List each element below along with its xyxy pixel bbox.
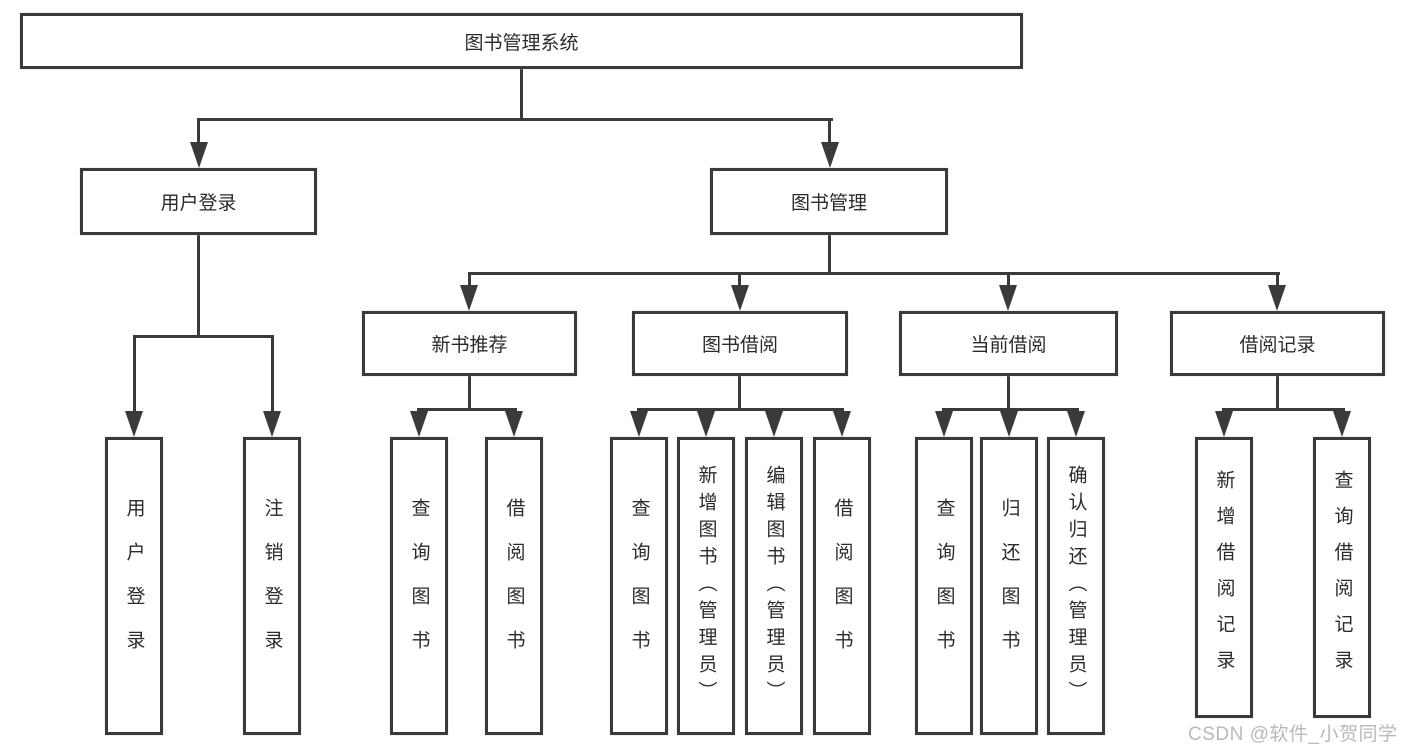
node-book-borrow: 图书借阅 (632, 311, 848, 376)
connector-line (828, 235, 831, 272)
connector-line (738, 272, 741, 286)
leaf-logout: 注销登录 (243, 437, 301, 735)
leaf-add-borrow-record: 新增借阅记录 (1195, 437, 1253, 718)
arrow-down-icon (1067, 411, 1085, 437)
leaf-return-book: 归还图书 (980, 437, 1038, 735)
leaf-label: 用户登录 (123, 498, 145, 674)
node-label: 图书借阅 (701, 335, 778, 356)
leaf-query-books-2: 查询图书 (610, 437, 668, 735)
arrow-down-icon (630, 411, 648, 437)
connector-line (133, 335, 136, 412)
leaf-confirm-return-admin: 确认归还（管理员） (1047, 437, 1105, 735)
leaf-label: 新增借阅记录 (1213, 469, 1235, 686)
connector-line (197, 118, 833, 121)
arrow-down-icon (410, 411, 428, 437)
leaf-edit-book-admin: 编辑图书（管理员） (745, 437, 803, 735)
node-borrow-records: 借阅记录 (1170, 311, 1385, 376)
arrow-down-icon (731, 285, 749, 311)
connector-line (1007, 272, 1010, 286)
node-current-borrow: 当前借阅 (899, 311, 1118, 376)
connector-line (133, 335, 274, 338)
connector-line (1007, 376, 1010, 408)
arrow-down-icon (1215, 411, 1233, 437)
leaf-label: 借阅图书 (831, 498, 853, 674)
node-book-management: 图书管理 (710, 168, 948, 235)
connector-line (637, 408, 844, 411)
arrow-down-icon (697, 411, 715, 437)
arrow-down-icon (505, 411, 523, 437)
connector-line (520, 69, 523, 118)
arrow-down-icon (765, 411, 783, 437)
watermark: CSDN @软件_小贺同学 (1188, 724, 1398, 745)
node-label: 借阅记录 (1239, 335, 1316, 356)
connector-line (469, 272, 1280, 275)
arrow-down-icon (460, 285, 478, 311)
arrow-down-icon (125, 411, 143, 437)
node-label: 新书推荐 (431, 335, 508, 356)
arrow-down-icon (821, 142, 839, 168)
leaf-borrow-books-1: 借阅图书 (485, 437, 543, 735)
arrow-down-icon (1000, 411, 1018, 437)
leaf-query-books-3: 查询图书 (915, 437, 973, 735)
connector-line (828, 118, 831, 144)
connector-line (468, 272, 471, 286)
leaf-label: 注销登录 (261, 498, 283, 674)
arrow-down-icon (1268, 285, 1286, 311)
node-label: 当前借阅 (970, 335, 1047, 356)
arrow-down-icon (190, 142, 208, 168)
node-user-login: 用户登录 (80, 168, 317, 235)
leaf-label: 新增图书（管理员） (695, 464, 717, 708)
arrow-down-icon (833, 411, 851, 437)
arrow-down-icon (263, 411, 281, 437)
node-label: 图书管理 (790, 193, 867, 214)
connector-line (1222, 408, 1345, 411)
connector-line (1276, 272, 1279, 286)
arrow-down-icon (999, 285, 1017, 311)
leaf-label: 归还图书 (998, 498, 1020, 674)
connector-line (197, 235, 200, 335)
leaf-query-books-1: 查询图书 (390, 437, 448, 735)
node-label: 图书管理系统 (464, 32, 579, 54)
arrow-down-icon (935, 411, 953, 437)
leaf-borrow-books-2: 借阅图书 (813, 437, 871, 735)
leaf-label: 查询图书 (628, 498, 650, 674)
leaf-add-book-admin: 新增图书（管理员） (677, 437, 735, 735)
node-label: 用户登录 (160, 193, 237, 214)
leaf-label: 借阅图书 (503, 498, 525, 674)
arrow-down-icon (1333, 411, 1351, 437)
leaf-label: 查询图书 (933, 498, 955, 674)
connector-line (738, 376, 741, 408)
leaf-label: 编辑图书（管理员） (763, 464, 785, 708)
leaf-label: 查询借阅记录 (1331, 469, 1353, 686)
leaf-query-borrow-record: 查询借阅记录 (1313, 437, 1371, 718)
connector-line (1276, 376, 1279, 408)
leaf-user-login: 用户登录 (105, 437, 163, 735)
leaf-label: 查询图书 (408, 498, 430, 674)
connector-line (468, 376, 471, 408)
leaf-label: 确认归还（管理员） (1065, 464, 1087, 708)
connector-line (271, 335, 274, 412)
connector-line (942, 408, 1079, 411)
node-library-system: 图书管理系统 (20, 13, 1023, 69)
node-new-book-recommend: 新书推荐 (362, 311, 577, 376)
connector-line (417, 408, 517, 411)
connector-line (197, 118, 200, 144)
